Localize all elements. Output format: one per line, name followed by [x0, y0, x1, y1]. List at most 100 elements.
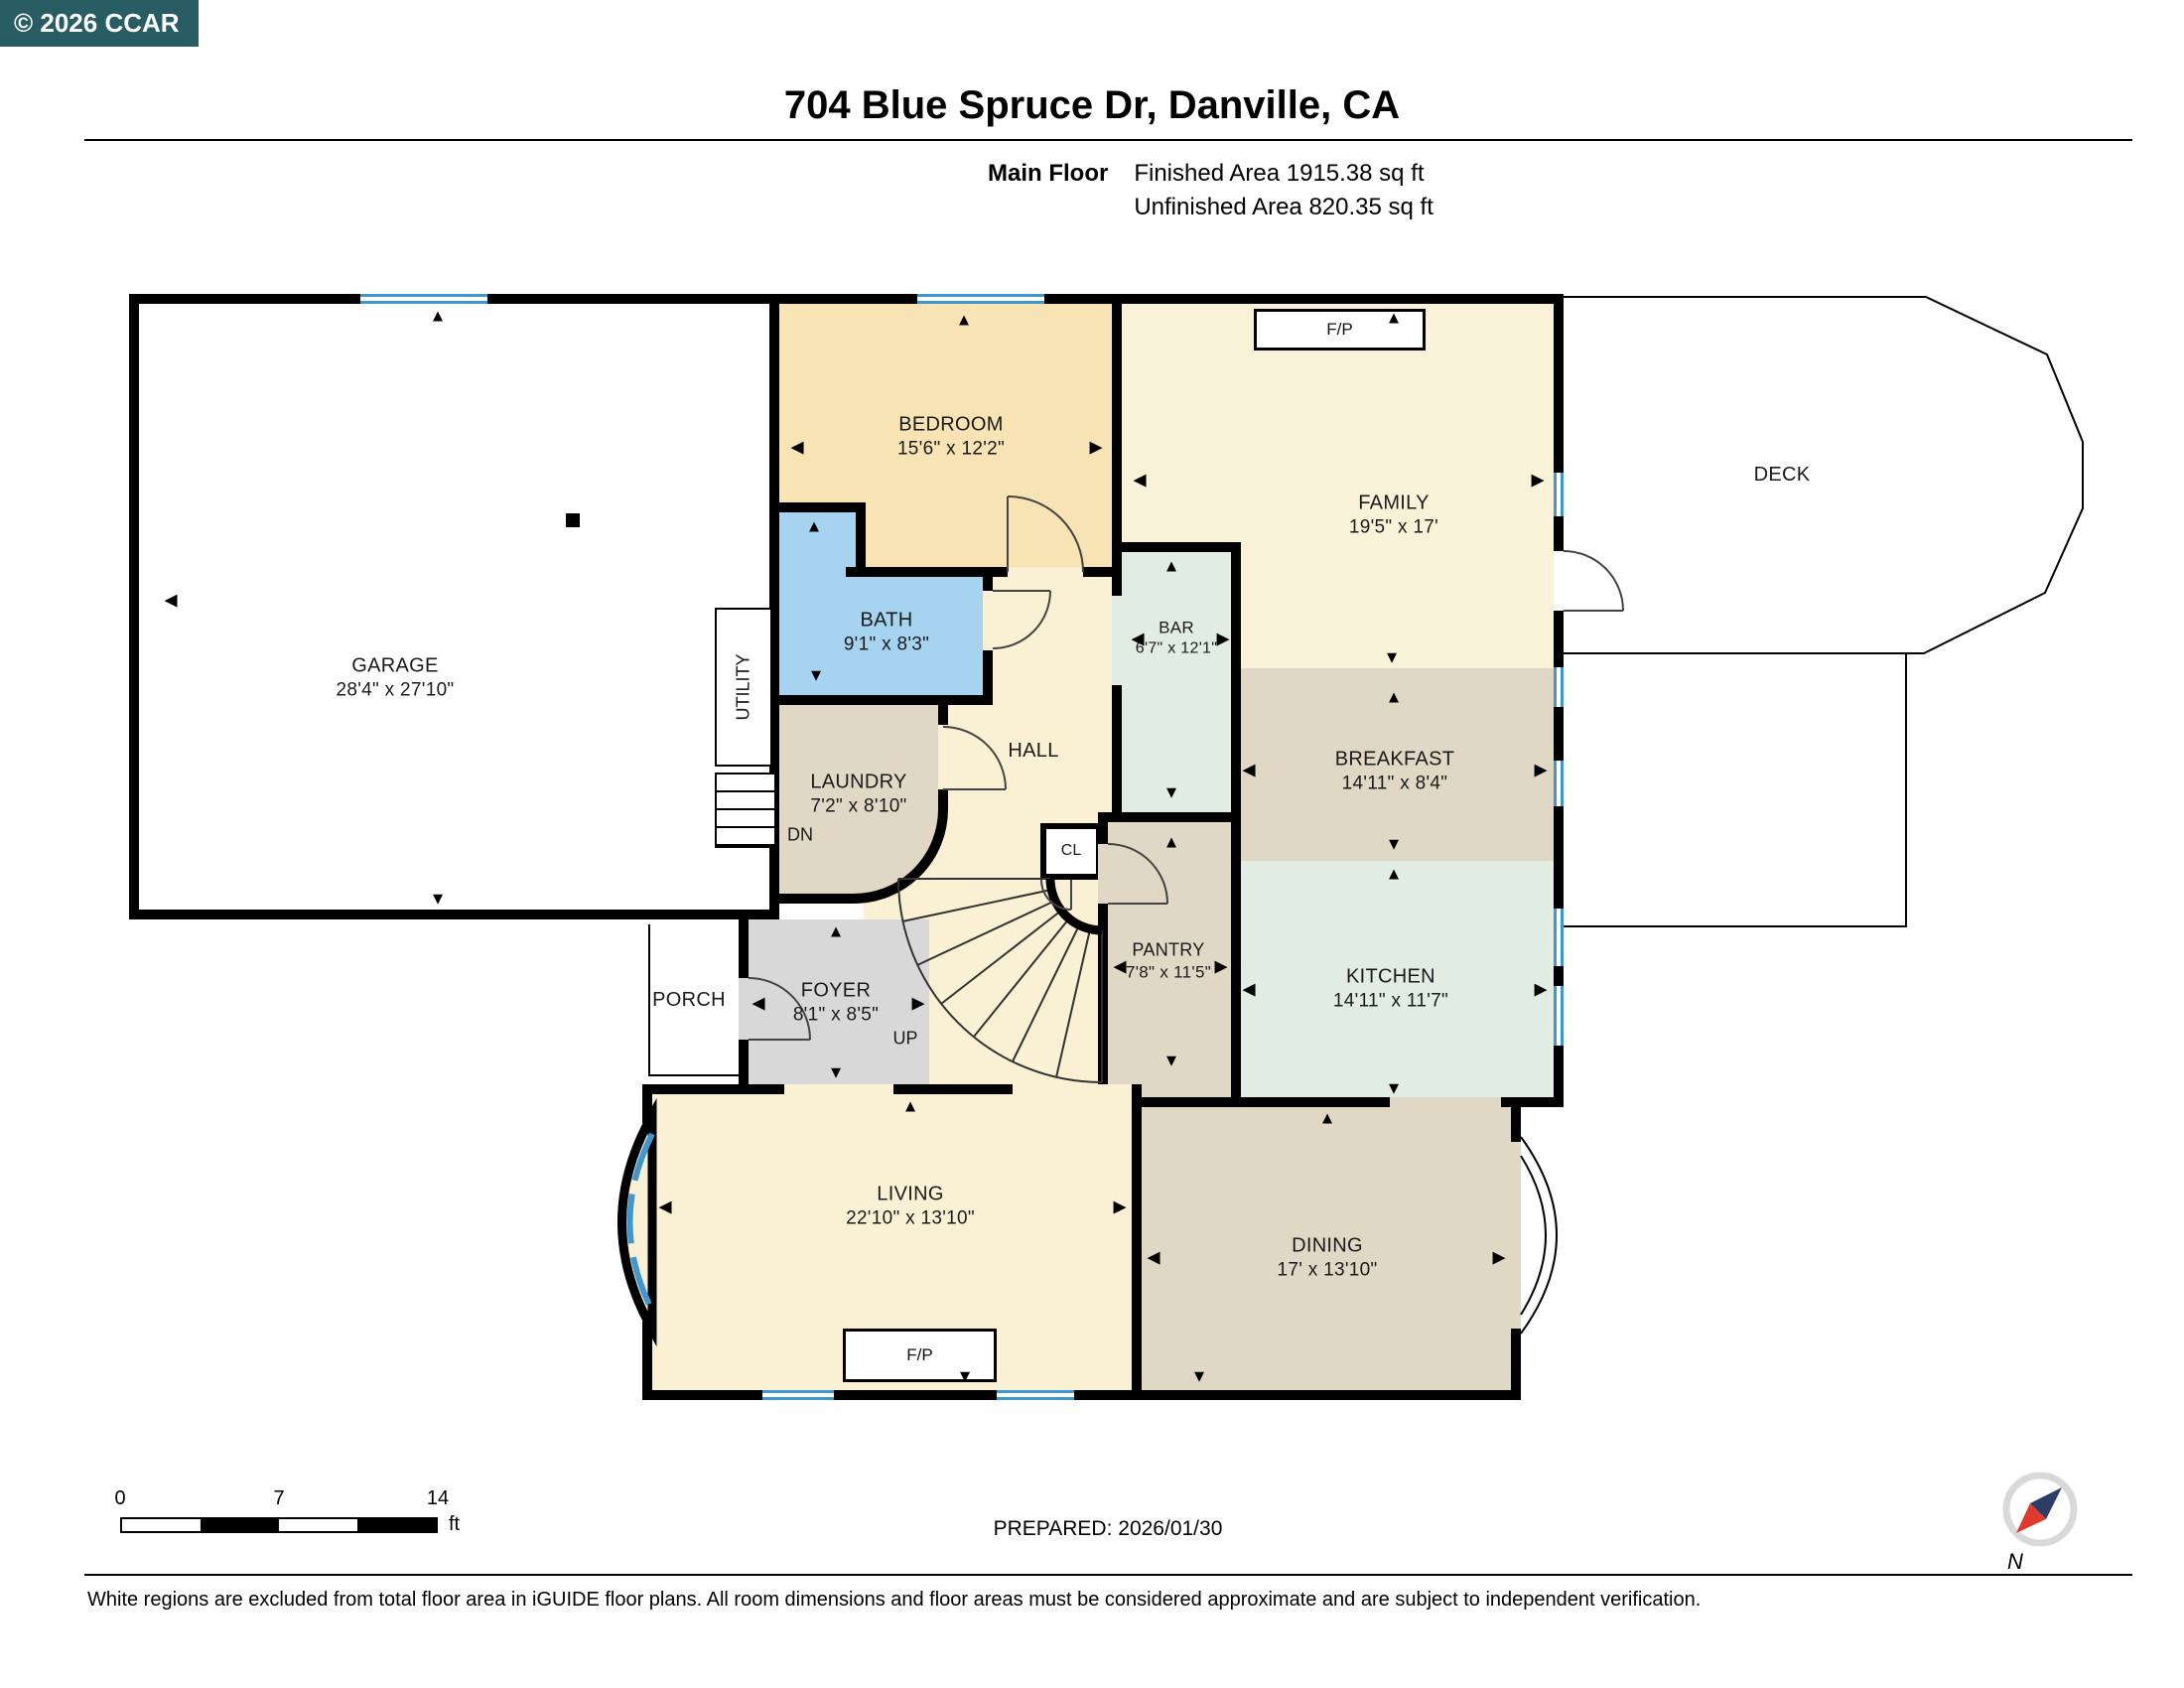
room-name: FOYER	[800, 979, 872, 1002]
closet-cl	[1040, 823, 1102, 880]
room-laundry	[769, 695, 948, 904]
room-bar	[1112, 542, 1241, 822]
family-window-2	[1554, 667, 1564, 707]
living-window-1	[762, 1390, 834, 1400]
room-name: BATH	[860, 609, 913, 632]
arrow-left-icon: ◀	[751, 993, 765, 1013]
room-dims: 6'7" x 12'1"	[1135, 639, 1218, 657]
living-foyer-opening	[784, 1084, 893, 1094]
living-bay-opening	[642, 1123, 652, 1322]
header-divider	[84, 139, 2132, 141]
arrow-up-icon: ▲	[1385, 687, 1403, 707]
scale-unit: ft	[449, 1513, 461, 1535]
arrow-right-icon: ▶	[1216, 629, 1230, 648]
arrow-down-icon: ▼	[1385, 834, 1403, 854]
room-dims: 19'5" x 17'	[1348, 516, 1439, 538]
room-porch	[648, 924, 739, 1076]
arrow-down-icon: ▼	[1162, 1051, 1180, 1070]
room-name: KITCHEN	[1346, 965, 1435, 988]
arrow-right-icon: ▶	[1534, 760, 1548, 779]
scale-zero: 0	[114, 1487, 126, 1509]
room-name: LIVING	[877, 1183, 944, 1205]
arrow-right-icon: ▶	[1214, 956, 1228, 976]
kitchen-window-1	[1554, 909, 1564, 966]
foyer-label: FOYER 8'1" x 8'5"	[793, 978, 879, 1029]
arrow-left-icon: ◀	[1133, 470, 1147, 490]
arrow-up-icon: ▲	[955, 310, 973, 330]
room-name: BEDROOM	[898, 413, 1004, 436]
arrow-right-icon: ▶	[1531, 470, 1545, 490]
dining-bay-outer	[1520, 1136, 1558, 1335]
room-dims: 7'8" x 11'5"	[1125, 962, 1212, 982]
room-name: HALL	[1008, 740, 1059, 762]
dining-bay-opening	[1511, 1142, 1521, 1329]
garage-stairs	[715, 773, 776, 848]
kitchen-window-2	[1554, 986, 1564, 1046]
dining-bay-inner	[1520, 1155, 1547, 1316]
arrow-left-icon: ◀	[1242, 760, 1256, 779]
bedroom-window	[917, 294, 1044, 304]
footer-divider	[84, 1574, 2132, 1576]
arrow-down-icon: ▼	[429, 889, 447, 909]
room-name: DECK	[1753, 464, 1811, 486]
room-dims: 14'11" x 11'7"	[1332, 990, 1449, 1012]
pantry-label: PANTRY 7'8" x 11'5"	[1126, 938, 1211, 983]
scale-mid: 7	[273, 1487, 285, 1509]
arrow-up-icon: ▲	[429, 306, 447, 326]
pantry-door-opening	[1098, 844, 1108, 904]
unfinished-area: Unfinished Area 820.35 sq ft	[1134, 194, 1433, 220]
arrow-up-icon: ▲	[1318, 1108, 1336, 1128]
arrow-right-icon: ▶	[911, 993, 925, 1013]
laundry-label: LAUNDRY 7'2" x 8'10"	[810, 770, 906, 820]
copyright-badge: © 2026 CCAR	[0, 0, 199, 47]
arrow-right-icon: ▶	[1534, 979, 1548, 999]
room-kitchen	[1241, 861, 1554, 1097]
room-dims: 7'2" x 8'10"	[810, 795, 907, 817]
room-name: PORCH	[652, 989, 726, 1011]
breakfast-window	[1554, 761, 1564, 806]
room-dims: 22'10" x 13'10"	[846, 1207, 975, 1229]
bath-label: BATH 9'1" x 8'3"	[844, 608, 929, 658]
arrow-up-icon: ▲	[901, 1096, 919, 1116]
arrow-left-icon: ◀	[164, 590, 178, 610]
room-name: DINING	[1292, 1234, 1363, 1257]
garage-post	[566, 513, 580, 527]
arrow-left-icon: ◀	[1131, 629, 1145, 648]
arrow-down-icon: ▼	[807, 665, 825, 685]
arrow-down-icon: ▼	[827, 1062, 845, 1082]
deck-label: DECK	[1754, 462, 1811, 488]
room-name: GARAGE	[351, 654, 439, 677]
arrow-up-icon: ▲	[1162, 556, 1180, 576]
arrow-left-icon: ◀	[790, 437, 804, 457]
utility-label: UTILITY	[733, 653, 753, 721]
arrow-left-icon: ◀	[1113, 956, 1127, 976]
hall-label: HALL	[1008, 738, 1058, 764]
arrow-left-icon: ◀	[1242, 979, 1256, 999]
room-dims: 15'6" x 12'2"	[896, 438, 1006, 460]
arrow-right-icon: ▶	[1492, 1247, 1506, 1267]
family-fireplace: F/P	[1254, 309, 1426, 351]
stairs-dn-label: DN	[787, 824, 813, 845]
room-dims: 28'4" x 27'10"	[336, 679, 455, 701]
north-label: N	[2007, 1549, 2023, 1574]
arrow-down-icon: ▼	[1162, 782, 1180, 802]
living-fireplace: F/P	[843, 1329, 997, 1382]
arrow-up-icon: ▲	[1385, 308, 1403, 328]
room-name: LAUNDRY	[810, 771, 907, 793]
living-label: LIVING 22'10" x 13'10"	[846, 1182, 975, 1232]
arrow-up-icon: ▲	[827, 921, 845, 941]
bedroom-door-opening	[1008, 567, 1083, 577]
arrow-down-icon: ▼	[1385, 1078, 1403, 1098]
prepared-date: PREPARED: 2026/01/30	[993, 1517, 1223, 1540]
front-door-opening	[739, 978, 749, 1040]
arrow-up-icon: ▲	[805, 516, 823, 536]
arrow-down-icon: ▼	[956, 1366, 974, 1386]
arrow-up-icon: ▲	[1162, 832, 1180, 852]
room-name: BREAKFAST	[1334, 748, 1455, 771]
breakfast-label: BREAKFAST 14'11" x 8'4"	[1335, 747, 1455, 797]
arrow-down-icon: ▼	[1383, 647, 1401, 667]
scale-end: 14	[426, 1487, 450, 1509]
room-dining	[1132, 1097, 1521, 1400]
room-dims: 14'11" x 8'4"	[1341, 773, 1448, 794]
